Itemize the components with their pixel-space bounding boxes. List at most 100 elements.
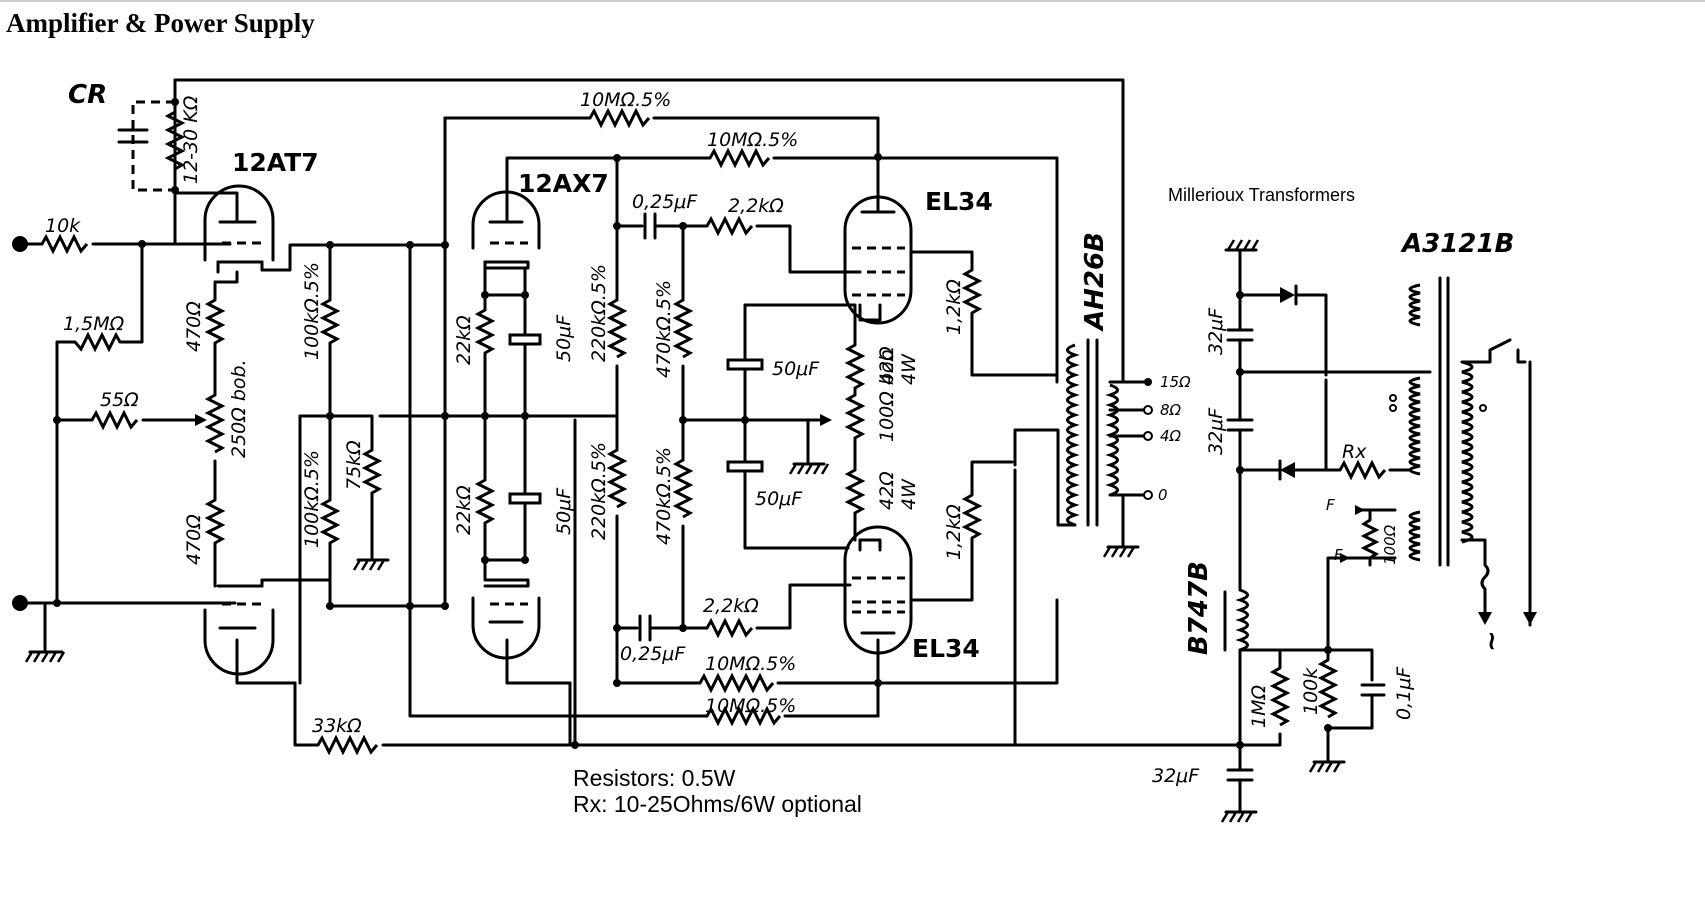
- label-50uf-a: 50μF: [553, 314, 575, 362]
- label-1k2-a: 1,2kΩ: [943, 279, 965, 335]
- wire: [28, 601, 64, 654]
- label-2k2-a: 2,2kΩ: [728, 195, 784, 217]
- resistor-75k: [361, 448, 383, 495]
- resistor-10m-a: [588, 107, 651, 129]
- label-100k-ps: 100k: [1300, 667, 1322, 715]
- label-22k-b: 22kΩ: [453, 485, 475, 535]
- page-title: Amplifier & Power Supply: [6, 8, 315, 38]
- label-250: 250Ω bob.: [228, 359, 250, 458]
- label-42-b: 42Ω: [876, 471, 898, 510]
- ground-symbol: [24, 651, 66, 663]
- resistor-220k-bottom: [606, 448, 628, 509]
- resistor-rx: [1338, 459, 1387, 481]
- resistor-1k2-top: [961, 268, 983, 315]
- resistor-22k-bottom: [474, 478, 496, 525]
- resistor-470k-bottom: [672, 458, 694, 519]
- label-1m: 1MΩ: [1248, 685, 1270, 728]
- label-f-2: F: [1334, 546, 1343, 564]
- diode-bottom: [1280, 462, 1295, 478]
- label-50uf-b: 50μF: [553, 487, 575, 535]
- label-el34-top: EL34: [925, 187, 993, 216]
- resistor-10k: [40, 233, 89, 255]
- label-025-a: 0,25μF: [632, 191, 698, 213]
- label-12at7: 12AT7: [232, 148, 319, 177]
- tube-12at7: [173, 184, 297, 685]
- label-10m-c: 10MΩ.5%: [705, 653, 796, 675]
- resistor-470-top: [204, 298, 226, 345]
- label-1k2-b: 1,2kΩ: [943, 504, 965, 560]
- label-470k-a: 470kΩ.5%: [653, 280, 675, 378]
- ground-symbol: [788, 463, 830, 475]
- label-tap-0: 0: [1158, 486, 1168, 504]
- label-100k-a: 100kΩ.5%: [301, 262, 323, 360]
- pot-wiper-arrow: [195, 414, 207, 426]
- label-millerioux: Millerioux Transformers: [1168, 185, 1355, 205]
- label-100k-b: 100kΩ.5%: [301, 450, 323, 548]
- label-r-cr: 12-30 KΩ: [180, 95, 202, 184]
- resistor-100-filament: [1360, 518, 1380, 560]
- resistor-10m-c: [698, 672, 775, 694]
- label-33k: 33kΩ: [312, 715, 362, 737]
- label-50uf-c: 50μF: [772, 358, 820, 380]
- potentiometer-250: [204, 393, 226, 454]
- label-22k-a: 22kΩ: [453, 315, 475, 365]
- tube-12ax7: [471, 156, 619, 685]
- label-10m-a: 10MΩ.5%: [580, 89, 671, 111]
- label-220k-a: 220kΩ.5%: [588, 264, 610, 362]
- label-12ax7: 12AX7: [518, 169, 609, 198]
- label-f-1: F: [1326, 496, 1335, 514]
- power-transformer: [1389, 276, 1537, 627]
- label-42-a: 42Ω: [876, 346, 898, 385]
- label-10m-d: 10MΩ.5%: [705, 695, 796, 717]
- output-transformer: [1013, 338, 1153, 747]
- resistor-42-top: [844, 343, 866, 390]
- label-50uf-d: 50μF: [755, 488, 803, 510]
- label-a3121b: A3121B: [1400, 229, 1514, 259]
- note-rx: Rx: 10-25Ohms/6W optional: [573, 791, 862, 817]
- label-32uf-c: 32μF: [1152, 765, 1200, 787]
- label-470-a: 470Ω: [183, 301, 205, 352]
- capacitor-cr: [117, 128, 149, 144]
- resistor-470-bottom: [204, 498, 226, 545]
- label-1-5m: 1,5MΩ: [63, 313, 125, 335]
- resistor-42-bottom: [844, 468, 866, 515]
- wire: [55, 340, 77, 605]
- resistor-2k2-bottom: [705, 617, 754, 639]
- label-32uf-b: 32μF: [1205, 407, 1227, 455]
- diode-top: [1280, 287, 1295, 303]
- tube-el34-bottom: [843, 525, 974, 718]
- resistor-55: [90, 409, 139, 431]
- label-025-b: 0,25μF: [620, 643, 686, 665]
- wire: [118, 242, 144, 344]
- potentiometer-100: [844, 393, 866, 440]
- resistor-100k-ps: [1317, 658, 1339, 719]
- label-tap-15: 15Ω: [1160, 373, 1191, 391]
- label-470-b: 470Ω: [183, 514, 205, 565]
- tube-el34-top: [843, 155, 974, 325]
- label-tap-4: 4Ω: [1160, 427, 1182, 445]
- resistor-10m-b: [708, 147, 771, 169]
- label-470k-b: 470kΩ.5%: [653, 447, 675, 545]
- label-rx: Rx: [1342, 441, 1367, 463]
- resistor-100k-top: [319, 298, 341, 345]
- label-ac: ~: [1477, 630, 1507, 652]
- label-4w-b: 4W: [898, 478, 920, 510]
- label-tap-8: 8Ω: [1160, 401, 1182, 419]
- label-0-1uf: 0,1μF: [1393, 666, 1415, 720]
- resistor-220k-top: [606, 298, 628, 359]
- label-100-filament: 100Ω: [1381, 524, 1399, 565]
- label-el34-bottom: EL34: [912, 634, 980, 663]
- label-2k2-b: 2,2kΩ: [703, 595, 759, 617]
- label-10k: 10k: [45, 215, 81, 237]
- resistor-1m: [1269, 666, 1291, 727]
- label-100-bob: 100Ω bob: [876, 349, 898, 442]
- label-ah26b: AH26B: [1080, 232, 1110, 332]
- resistor-33k: [316, 734, 379, 756]
- capacitor-0-1uf: [1360, 683, 1386, 697]
- resistor-100k-bottom: [319, 498, 341, 545]
- resistor-22k-top: [474, 308, 496, 355]
- label-4w-a: 4W: [898, 353, 920, 385]
- label-55: 55Ω: [100, 389, 139, 411]
- resistor-470k-top: [672, 298, 694, 359]
